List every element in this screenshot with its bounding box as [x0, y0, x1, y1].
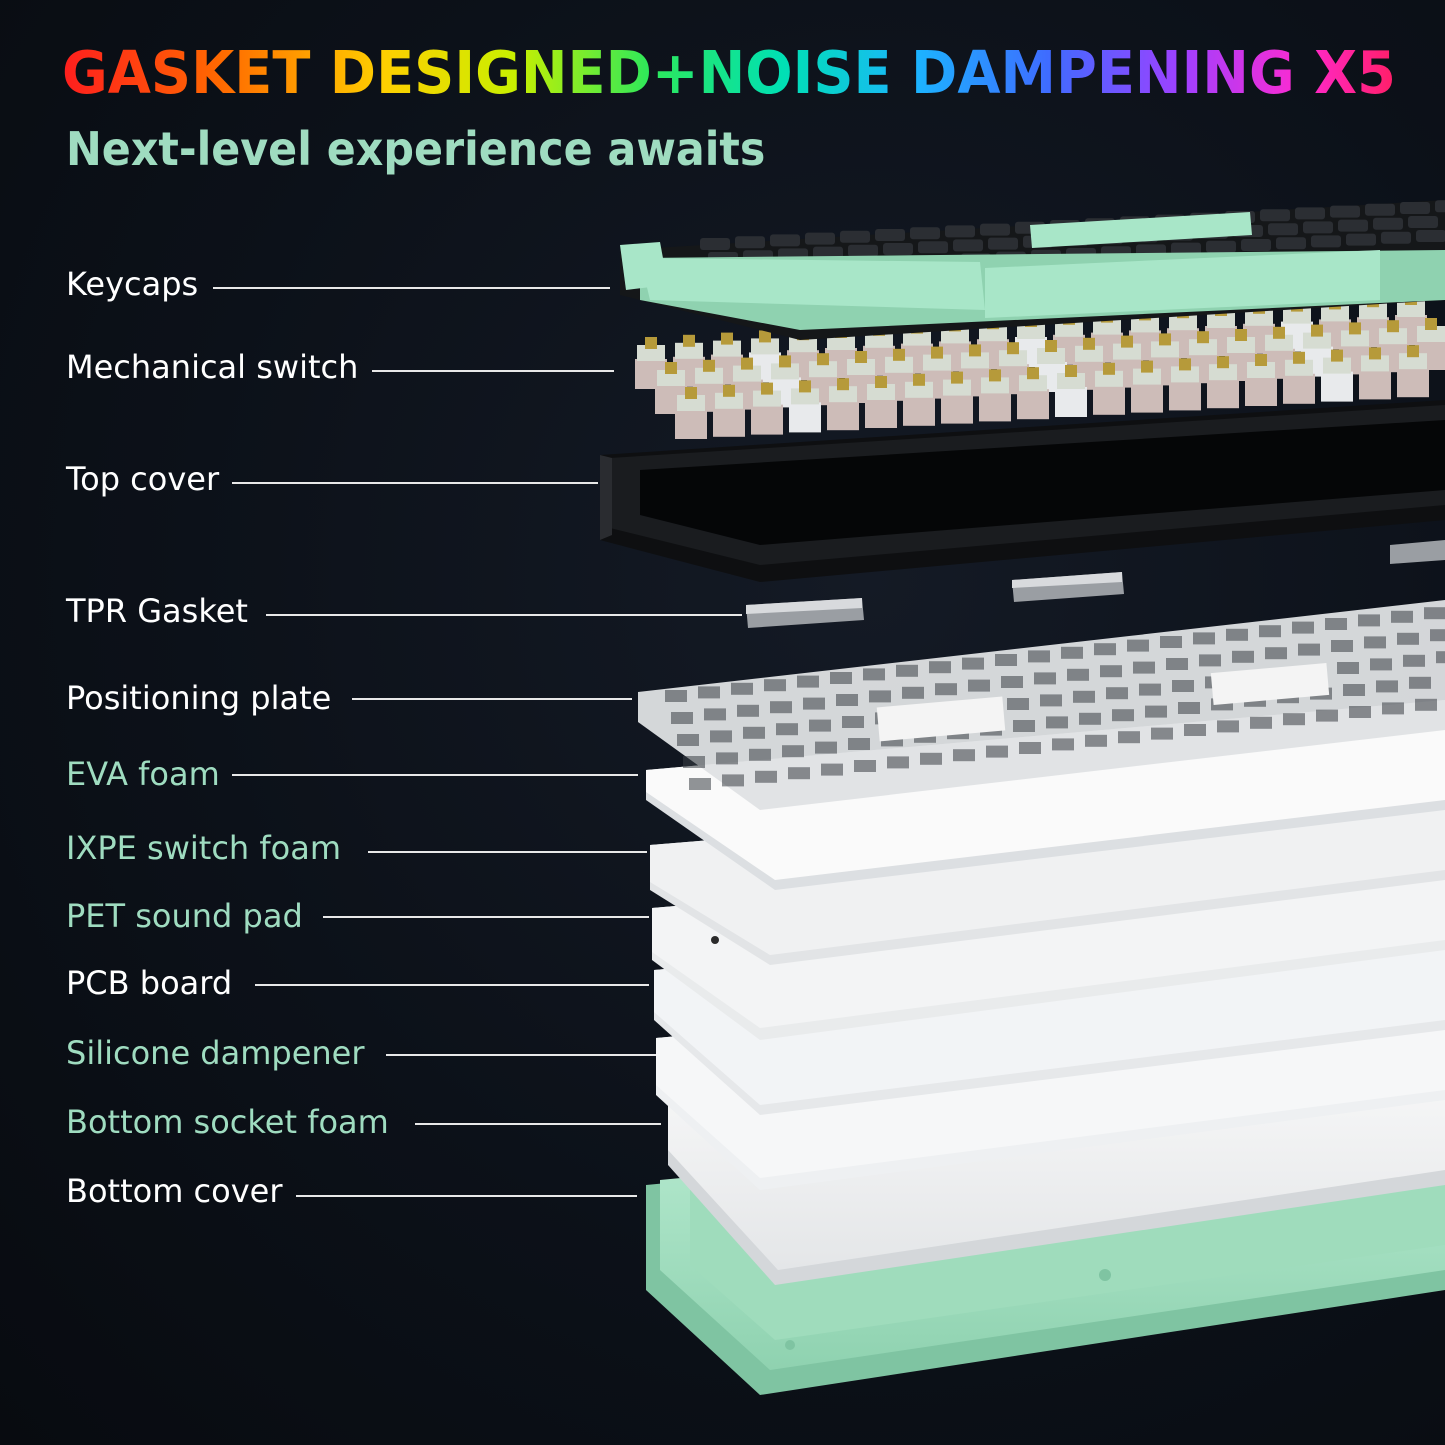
leader-line-silicone-dampener [386, 1054, 656, 1056]
label-silicone-dampener: Silicone dampener [66, 1034, 365, 1072]
tpr-gasket-pieces [746, 540, 1445, 628]
label-eva-foam: EVA foam [66, 755, 220, 793]
mechanical-switch-layer [635, 293, 1445, 439]
page-subtitle: Next-level experience awaits [66, 122, 766, 176]
leader-line-bottom-socket-foam [415, 1123, 661, 1125]
label-bottom-cover: Bottom cover [66, 1172, 283, 1210]
leader-line-bottom-cover [296, 1195, 637, 1197]
positioning-plate-layer [638, 600, 1445, 810]
label-ixpe-switch-foam: IXPE switch foam [66, 829, 341, 867]
leader-line-eva-foam [232, 774, 638, 776]
top-cover-layer [600, 400, 1445, 582]
keycaps-layer [620, 200, 1445, 340]
label-top-cover: Top cover [66, 460, 220, 498]
label-pet-sound-pad: PET sound pad [66, 897, 303, 935]
label-pcb-board: PCB board [66, 964, 233, 1002]
leader-line-pet-sound-pad [323, 916, 649, 918]
label-tpr-gasket: TPR Gasket [66, 592, 248, 630]
leader-line-pcb-board [255, 984, 649, 986]
label-positioning-plate: Positioning plate [66, 679, 332, 717]
label-bottom-socket-foam: Bottom socket foam [66, 1103, 389, 1141]
leader-line-keycaps [213, 287, 610, 289]
leader-line-tpr-gasket [266, 614, 742, 616]
label-mechanical-switch: Mechanical switch [66, 348, 359, 386]
page-title: GASKET DESIGNED+NOISE DAMPENING X5 [62, 38, 1396, 107]
leader-line-mechanical-switch [372, 370, 614, 372]
leader-line-ixpe-switch-foam [368, 851, 647, 853]
leader-line-top-cover [232, 482, 598, 484]
leader-line-positioning-plate [352, 698, 632, 700]
label-keycaps: Keycaps [66, 265, 199, 303]
